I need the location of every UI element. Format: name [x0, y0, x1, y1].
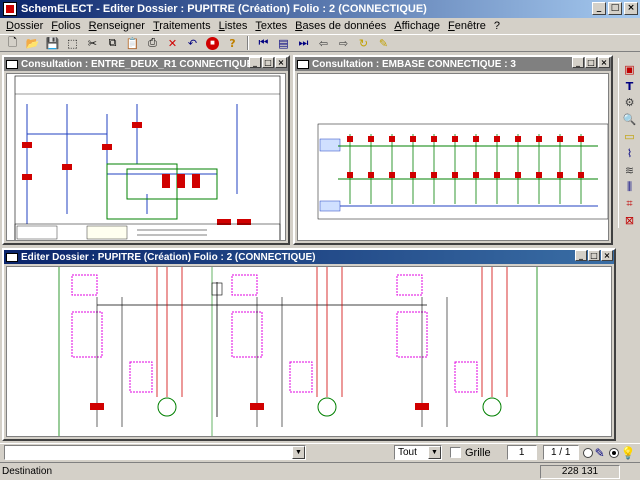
last-page-icon[interactable]: ⏭	[298, 36, 309, 49]
consultation-2-title: Consultation : EMBASE CONNECTIQUE : 3	[312, 58, 516, 70]
editor-title: Editer Dossier : PUPITRE (Création) Foli…	[21, 251, 316, 263]
select-area-icon[interactable]: ⬚	[67, 36, 78, 50]
app-titlebar: SchemELECT - Editer Dossier : PUPITRE (C…	[0, 0, 640, 18]
menu-renseigner[interactable]: Renseigner	[88, 20, 145, 32]
main-toolbar: 🗋 📂 💾 ⬚ ✂ ⧉ 📋 ⎙ ✕ ↶ ■ ? ⏮ ▤ ⏭ ⇦ ⇨ ↻ ✎	[0, 34, 640, 52]
stop-icon[interactable]: ■	[204, 35, 221, 51]
document-icon	[6, 59, 18, 69]
component-icon[interactable]: ⚙	[624, 96, 635, 110]
child-minimize-button[interactable]: _	[249, 57, 261, 68]
note-icon[interactable]: ▭	[624, 130, 635, 144]
save-icon[interactable]: 💾	[45, 36, 60, 50]
schematic-canvas-1[interactable]	[6, 73, 286, 241]
document-icon	[6, 252, 18, 262]
menu-help[interactable]: ?	[493, 20, 501, 32]
status-message: Destination	[2, 466, 53, 477]
menu-textes[interactable]: Textes	[255, 20, 288, 32]
schematic-drawing-editor	[58, 267, 538, 436]
grid-checkbox[interactable]	[450, 447, 461, 458]
zoom-icon[interactable]: 🔍	[622, 113, 637, 127]
status-bar: Destination 228 131	[0, 462, 640, 480]
schematic-drawing-1	[14, 75, 281, 240]
consultation-1-title: Consultation : ENTRE_DEUX_R1 CONNECTIQUE…	[21, 58, 274, 70]
text-tool-icon[interactable]: T	[625, 79, 634, 93]
wand-icon[interactable]: ✎	[378, 36, 389, 50]
child-maximize-button[interactable]: □	[585, 57, 597, 68]
child-close-button[interactable]: ×	[601, 250, 613, 261]
menu-folios[interactable]: Folios	[51, 20, 81, 32]
copy-icon[interactable]: ⧉	[108, 36, 117, 49]
bulb-icon[interactable]: 💡	[620, 445, 636, 460]
layer-select[interactable]: Tout▼	[394, 445, 442, 460]
close-button[interactable]: ×	[624, 2, 638, 15]
paste-icon[interactable]: 📋	[125, 36, 140, 50]
radio-option-1[interactable]	[582, 447, 593, 458]
schematic-drawing-2	[317, 123, 608, 220]
refresh-icon[interactable]: ↻	[358, 36, 369, 50]
menu-bar: Dossier Folios Renseigner Traitements Li…	[0, 18, 640, 34]
bus-icon[interactable]: ⫼	[626, 179, 633, 193]
maximize-button[interactable]: □	[608, 2, 622, 15]
consultation-window-1[interactable]: Consultation : ENTRE_DEUX_R1 CONNECTIQUE…	[2, 55, 290, 245]
menu-fenetre[interactable]: Fenêtre	[447, 20, 486, 32]
delete-icon[interactable]: ✕	[167, 36, 178, 50]
menu-bases-de-donnees[interactable]: Bases de données	[295, 20, 387, 32]
print-icon[interactable]: ⎙	[148, 36, 157, 49]
grid-label: Grille	[465, 446, 491, 459]
child-maximize-button[interactable]: □	[262, 57, 274, 68]
child-minimize-button[interactable]: _	[575, 250, 587, 261]
page-list-icon[interactable]: ▤	[278, 36, 289, 50]
editor-window[interactable]: Editer Dossier : PUPITRE (Création) Foli…	[2, 248, 616, 441]
schematic-editor-canvas[interactable]	[6, 266, 612, 437]
command-combobox[interactable]: ▼	[4, 445, 306, 460]
schematic-canvas-2[interactable]	[297, 73, 609, 241]
help-icon[interactable]: ?	[229, 36, 236, 50]
child-minimize-button[interactable]: _	[572, 57, 584, 68]
first-page-icon[interactable]: ⏮	[258, 36, 269, 49]
bottom-bar: ▼ Tout▼ Grille 1 1 / 1 ✎ 💡	[0, 443, 640, 461]
erase-area-icon[interactable]: ⊠	[624, 214, 635, 228]
app-icon	[3, 2, 17, 16]
cut-icon[interactable]: ✂	[87, 36, 98, 50]
menu-affichage[interactable]: Affichage	[394, 20, 440, 32]
pen-icon[interactable]: ✎	[594, 445, 605, 460]
grid-value-field[interactable]: 1	[506, 445, 537, 460]
menu-dossier[interactable]: Dossier	[6, 20, 44, 32]
undo-icon[interactable]: ↶	[187, 36, 198, 50]
symbol-icon[interactable]: ▣	[624, 62, 635, 76]
child-maximize-button[interactable]: □	[588, 250, 600, 261]
menu-listes[interactable]: Listes	[218, 20, 248, 32]
mdi-workspace: Consultation : ENTRE_DEUX_R1 CONNECTIQUE…	[0, 53, 618, 443]
back-arrow-icon[interactable]: ⇦	[318, 36, 329, 50]
forward-arrow-icon[interactable]: ⇨	[338, 36, 349, 50]
app-title: SchemELECT - Editer Dossier : PUPITRE (C…	[21, 3, 427, 15]
child-close-button[interactable]: ×	[598, 57, 610, 68]
consultation-window-2[interactable]: Consultation : EMBASE CONNECTIQUE : 3 _ …	[293, 55, 613, 245]
document-icon	[297, 59, 309, 69]
child-close-button[interactable]: ×	[275, 57, 287, 68]
minimize-button[interactable]: _	[592, 2, 606, 15]
new-file-icon[interactable]: 🗋	[8, 35, 17, 49]
cursor-coordinates: 228 131	[540, 464, 620, 479]
wire-icon[interactable]: ⌇	[626, 146, 633, 160]
menu-traitements[interactable]: Traitements	[152, 20, 211, 32]
frame-icon[interactable]: ⌗	[626, 196, 633, 210]
page-field[interactable]: 1 / 1	[542, 445, 579, 460]
toolbar-separator	[247, 36, 249, 50]
radio-option-2[interactable]	[608, 447, 619, 458]
open-folder-icon[interactable]: 📂	[25, 36, 40, 50]
right-toolbar: ▣ T ⚙ 🔍 ▭ ⌇ ≋ ⫼ ⌗ ⊠	[618, 58, 640, 228]
layers-icon[interactable]: ≋	[624, 163, 635, 177]
